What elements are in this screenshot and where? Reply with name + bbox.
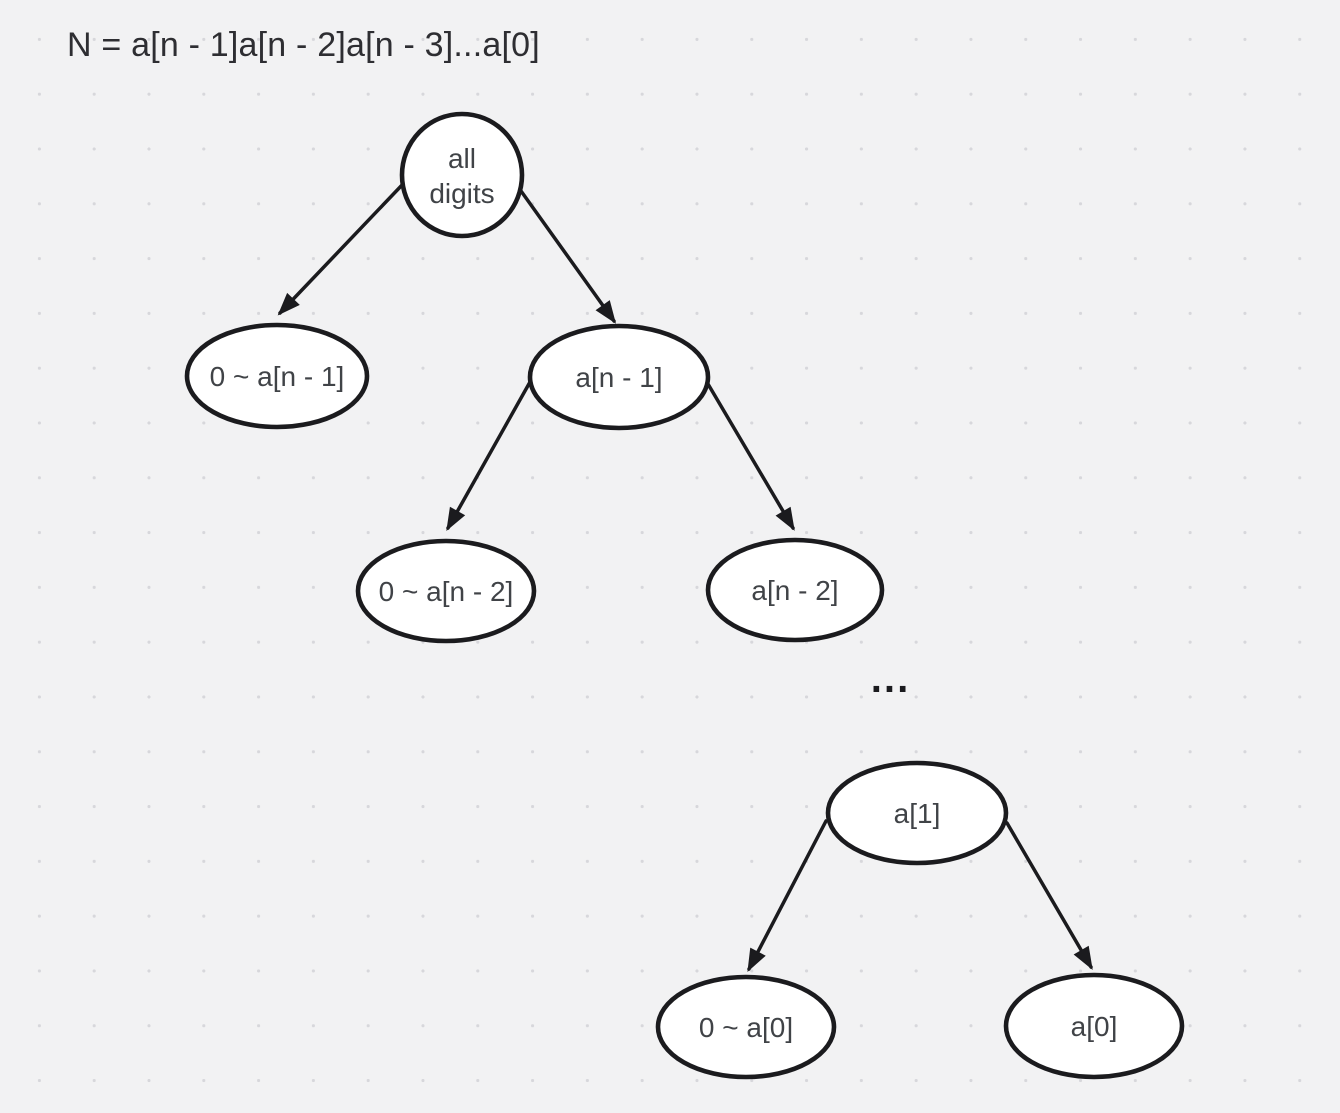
node-digit-n2-label: a[n - 2]	[751, 575, 838, 606]
edge-root-to-range-n1[interactable]	[277, 182, 405, 316]
node-digit-n1-label: a[n - 1]	[575, 362, 662, 393]
node-digit-0-label: a[0]	[1071, 1011, 1118, 1042]
ellipsis-text[interactable]: ...	[870, 662, 909, 700]
edge-digit-n1-to-range-n2[interactable]	[446, 380, 532, 531]
node-root-label-line2: digits	[429, 178, 494, 209]
node-digit-0[interactable]: a[0]	[1003, 972, 1185, 1080]
node-digit-1-label: a[1]	[894, 798, 941, 829]
node-range-0[interactable]: 0 ~ a[0]	[655, 974, 837, 1080]
formula-text[interactable]: N = a[n - 1]a[n - 2]a[n - 3]...a[0]	[67, 26, 540, 64]
edge-digit-1-to-digit-0[interactable]	[1005, 821, 1093, 970]
node-root[interactable]: all digits	[399, 111, 525, 239]
node-range-n1[interactable]: 0 ~ a[n - 1]	[184, 322, 370, 430]
node-range-n2[interactable]: 0 ~ a[n - 2]	[355, 538, 537, 644]
node-range-0-label: 0 ~ a[0]	[699, 1012, 793, 1043]
edge-root-to-digit-n1[interactable]	[514, 182, 616, 324]
node-range-n2-label: 0 ~ a[n - 2]	[379, 576, 514, 607]
node-digit-1[interactable]: a[1]	[825, 760, 1009, 866]
edge-digit-n1-to-digit-n2[interactable]	[706, 382, 795, 531]
node-range-n1-label: 0 ~ a[n - 1]	[210, 361, 345, 392]
node-digit-n2[interactable]: a[n - 2]	[705, 537, 885, 643]
edge-digit-1-to-range-0[interactable]	[747, 819, 828, 973]
node-root-label-line1: all	[448, 143, 476, 174]
node-digit-n1[interactable]: a[n - 1]	[527, 323, 711, 431]
